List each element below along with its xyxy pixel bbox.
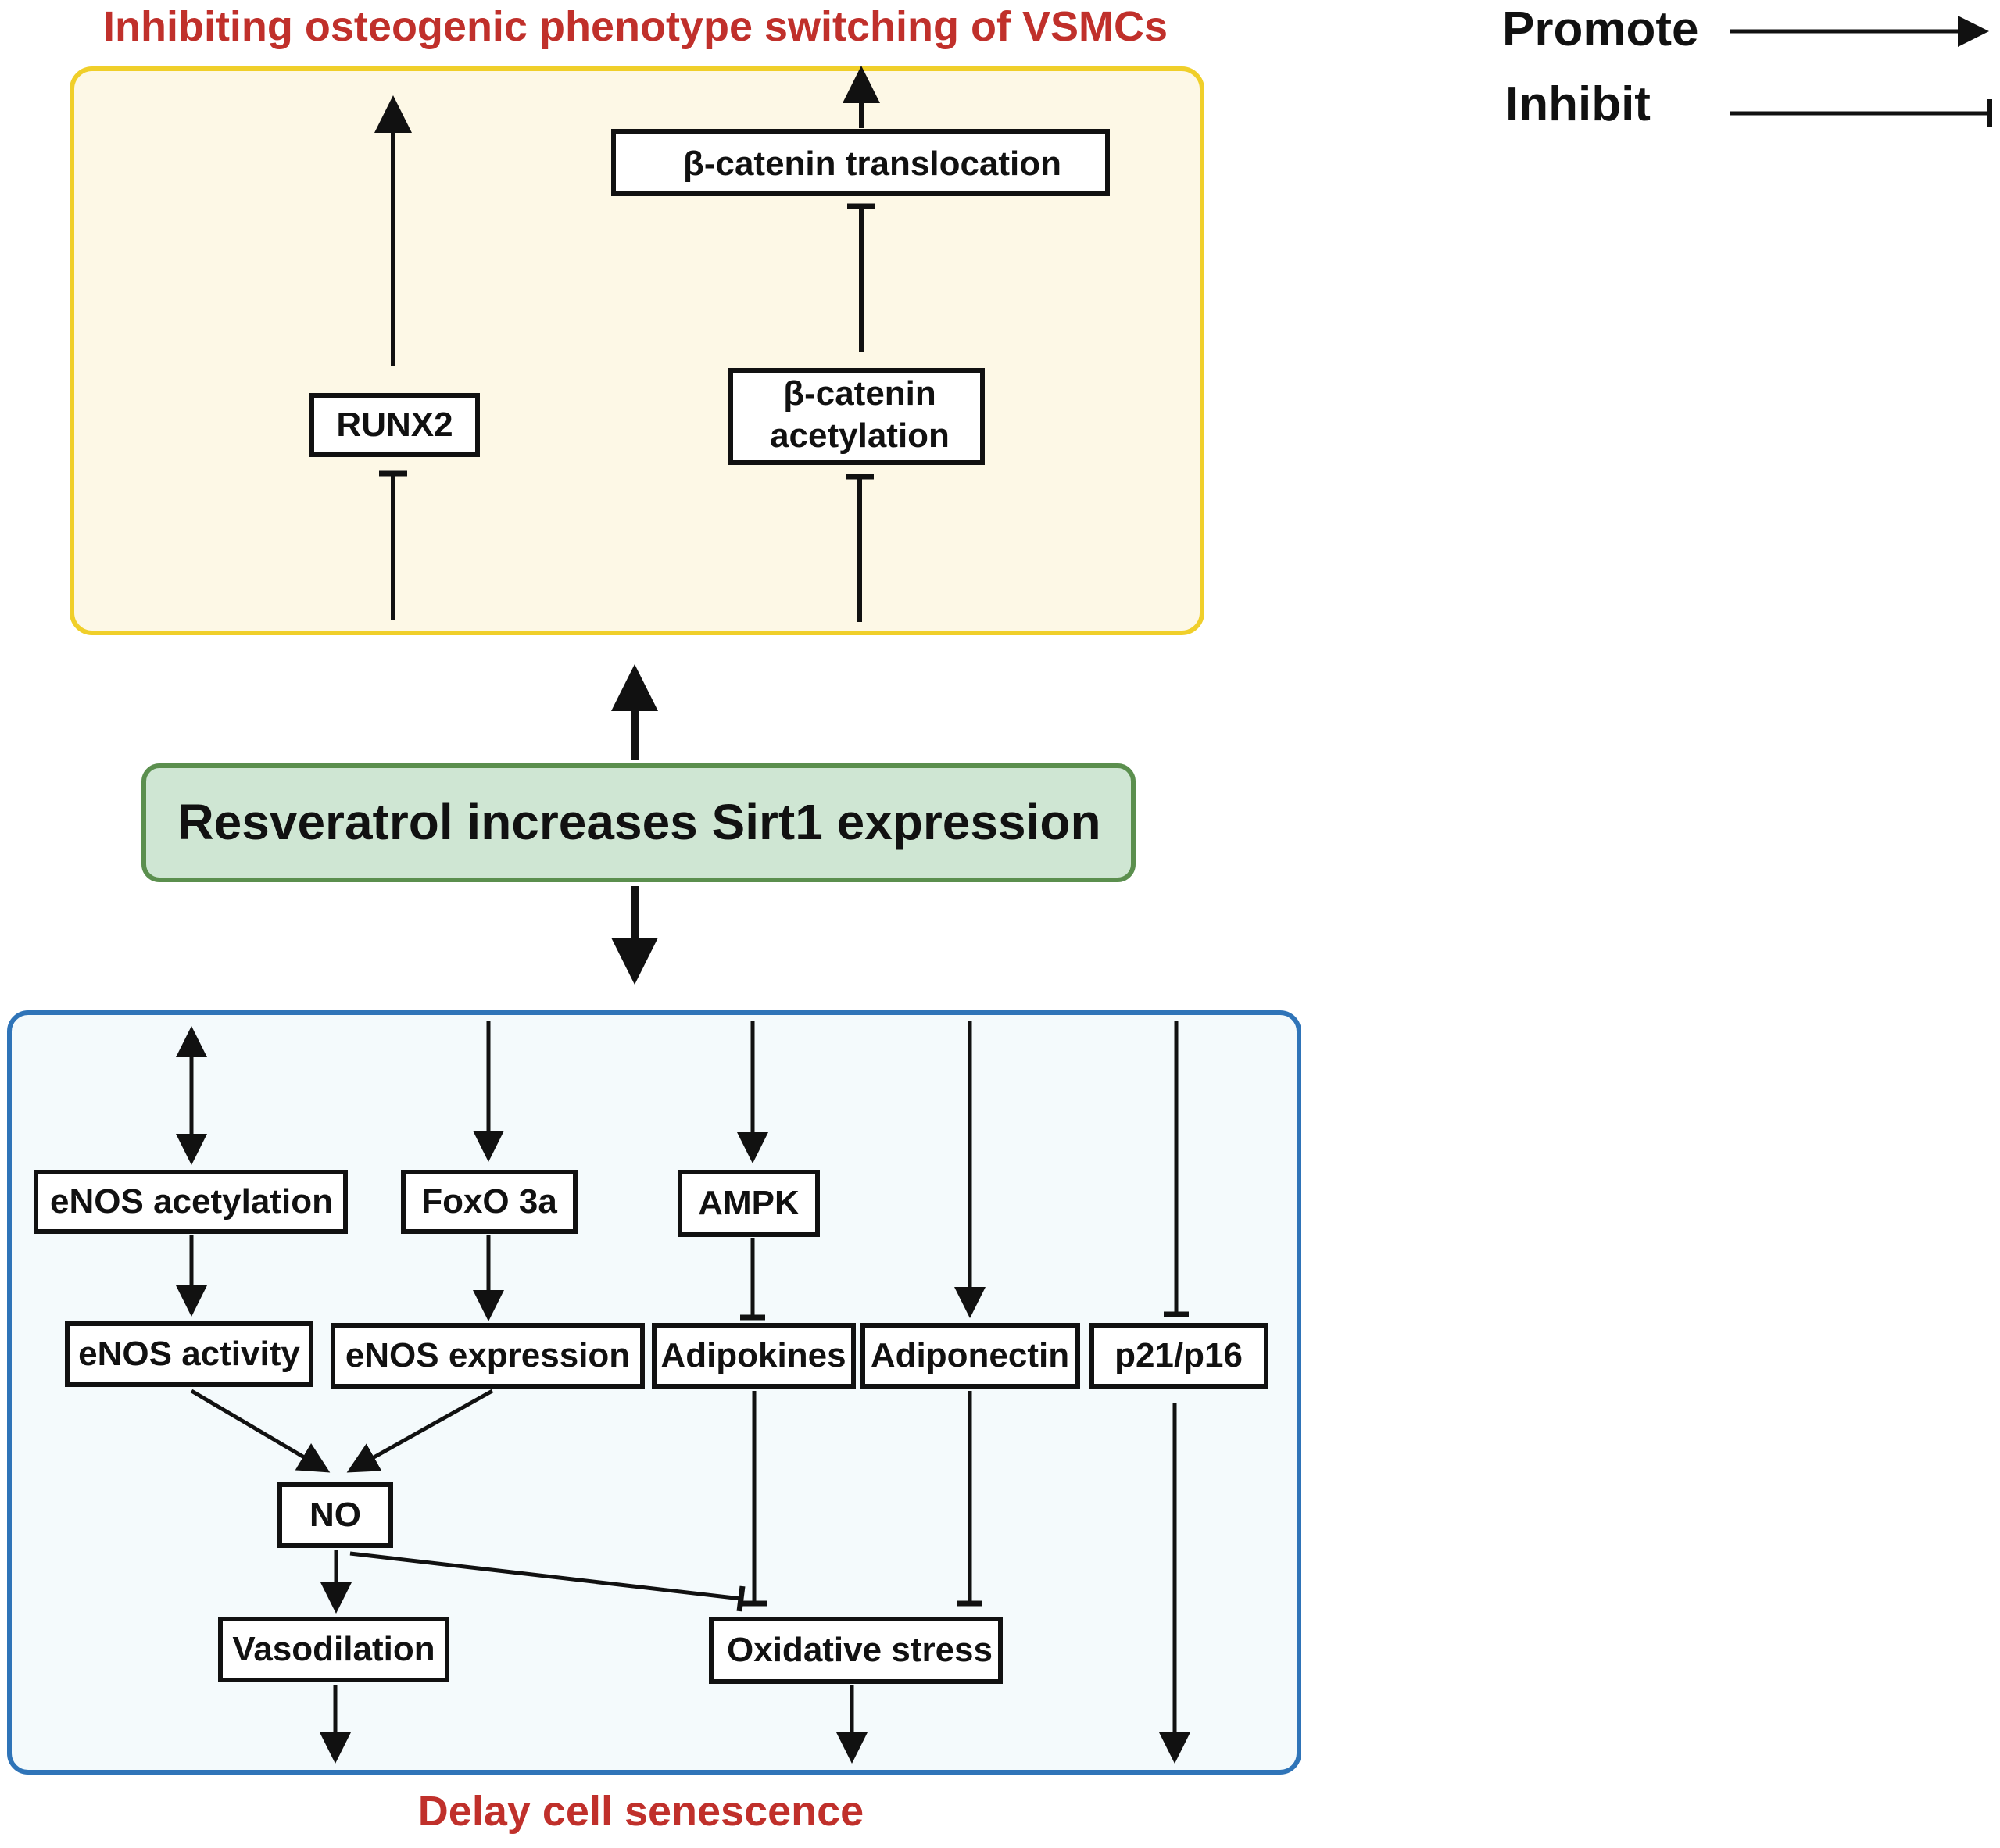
node-enos-activity-label: eNOS activity	[78, 1335, 300, 1373]
node-foxo3a-label: FoxO 3a	[421, 1182, 557, 1221]
node-bcat-translocation	[611, 129, 1110, 196]
node-adipokines	[652, 1323, 856, 1389]
node-bcat-translocation-label: β-catenin translocation	[683, 145, 1061, 183]
node-vasodilation-label: Vasodilation	[232, 1630, 435, 1668]
arrow-enos-activity-to-no	[190, 1389, 331, 1473]
node-adiponectin	[860, 1323, 1080, 1389]
node-runx2	[309, 393, 480, 457]
node-oxidative-stress	[709, 1617, 1003, 1684]
node-p21p16	[1089, 1323, 1268, 1389]
legend-promote-label: Promote	[1502, 2, 1698, 56]
legend: Promote Inhibit	[1502, 2, 1992, 131]
node-bcat-acetylation	[728, 368, 985, 465]
node-enos-acetylation	[34, 1170, 348, 1234]
node-runx2-label: RUNX2	[336, 406, 453, 444]
node-enos-acetylation-label: eNOS acetylation	[50, 1182, 333, 1221]
node-ampk	[678, 1170, 820, 1237]
node-enos-expression	[331, 1323, 645, 1389]
bottom-panel-title: Delay cell senescence	[418, 1788, 864, 1835]
node-oxidative-stress-label: Oxidative stress	[727, 1631, 993, 1669]
node-bcat-acetylation-label-1: β-catenin	[783, 374, 936, 413]
top-panel-title: Inhibiting osteogenic phenotype switchin…	[103, 3, 1168, 50]
bottom-panel	[7, 1010, 1301, 1775]
top-panel	[70, 66, 1204, 635]
center-box	[141, 763, 1136, 882]
legend-inhibit-label: Inhibit	[1505, 77, 1651, 131]
node-bcat-acetylation-label-2: acetylation	[770, 416, 950, 455]
node-p21p16-label: p21/p16	[1114, 1336, 1243, 1374]
node-enos-expression-label: eNOS expression	[345, 1336, 630, 1374]
node-foxo3a	[401, 1170, 578, 1234]
node-enos-activity	[65, 1321, 313, 1387]
node-vasodilation	[218, 1617, 449, 1682]
node-ampk-label: AMPK	[698, 1184, 800, 1222]
node-adipokines-label: Adipokines	[660, 1336, 846, 1374]
inhibit-no-to-oxstress	[349, 1551, 742, 1601]
center-box-label: Resveratrol increases Sirt1 expression	[177, 794, 1100, 850]
node-adiponectin-label: Adiponectin	[871, 1336, 1069, 1374]
node-no-label: NO	[309, 1496, 361, 1534]
node-no	[277, 1482, 393, 1548]
inhibit-no-to-oxstress-bar	[736, 1585, 746, 1612]
arrow-enos-expr-to-no	[346, 1389, 494, 1473]
